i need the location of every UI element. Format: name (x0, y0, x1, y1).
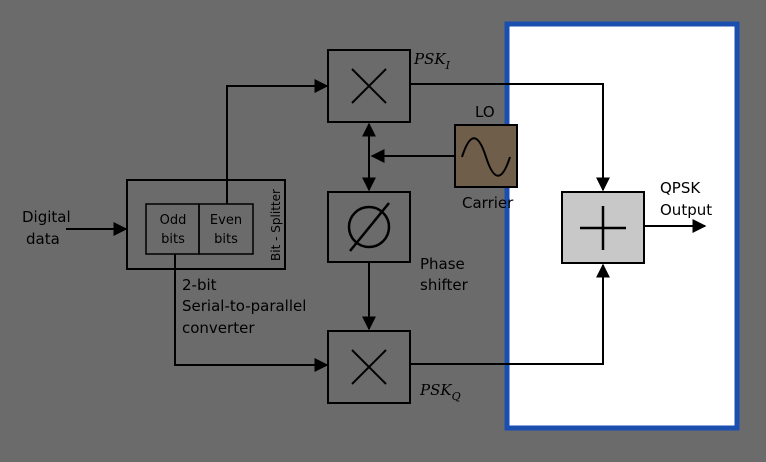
phase-shifter-circle (347, 205, 391, 249)
mixer-q-to-adder-arrow (410, 263, 610, 365)
even-to-mixer-i-arrow (226, 79, 329, 204)
output-line1: QPSK (660, 179, 701, 197)
psk-i-label: PSKI (413, 50, 451, 72)
converter-line1: 2-bit (182, 276, 217, 294)
mixer-i-cross-b (351, 68, 387, 104)
lo-label: LO (475, 103, 495, 121)
input-label-line2: data (26, 230, 60, 248)
odd-bits-line2: bits (161, 232, 185, 247)
odd-to-mixer-q-arrow (174, 254, 329, 372)
mixer-i-box (327, 49, 411, 123)
converter-line2: Serial-to-parallel (182, 297, 306, 315)
even-bits-line2: bits (214, 232, 238, 247)
bit-splitter-box (126, 179, 286, 270)
output-line2: Output (660, 201, 712, 219)
phase-shifter-line1: Phase (420, 255, 465, 273)
even-bits-line1: Even (210, 213, 242, 228)
psk-q-label: PSKQ (419, 381, 461, 403)
carrier-label: Carrier (462, 194, 514, 212)
mixer-q-cross-b (351, 349, 387, 385)
odd-bits-line1: Odd (160, 213, 187, 228)
phase-shifter-line2: shifter (420, 276, 469, 294)
input-label-line1: Digital (22, 208, 71, 226)
mixer-q-box (327, 330, 411, 404)
sine-wave-icon (461, 137, 511, 177)
bit-splitter-label: Bit - Splitter (269, 189, 283, 261)
phase-shifter-slash (349, 202, 390, 252)
converter-line3: converter (182, 319, 255, 337)
mixer-i-to-adder-arrow (410, 83, 610, 192)
